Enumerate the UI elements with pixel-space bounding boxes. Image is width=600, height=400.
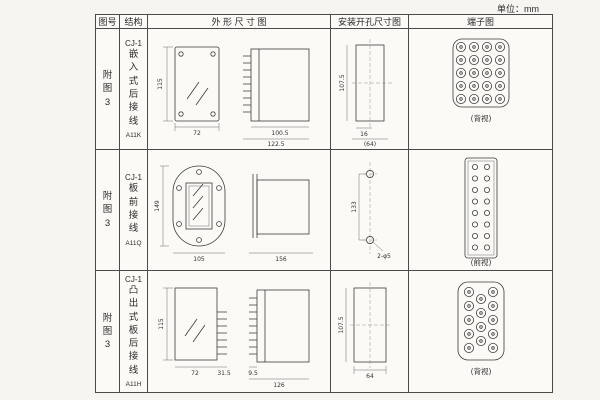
dim-label: 122.5 <box>267 141 284 147</box>
dim-height: 115 <box>157 46 173 122</box>
cutout <box>349 281 390 368</box>
dim-label: 100.5 <box>271 130 288 137</box>
structure-label: 凸出式板后接线 <box>128 284 139 376</box>
outline-cell: 115 72 31.5 9.5 126 <box>148 271 331 392</box>
model-label: CJ-1 <box>125 39 142 49</box>
view-caption: (背视) <box>470 366 491 376</box>
dim-label: 115 <box>157 78 164 90</box>
front-view <box>174 46 220 122</box>
dim-label: 105 <box>193 256 205 263</box>
header-structure: 结构 <box>120 15 148 29</box>
outline-drawing-a11q: 149 105 156 <box>154 165 313 263</box>
dim-width: (64) <box>351 138 388 147</box>
front-view <box>174 287 227 360</box>
dim-label: 149 <box>154 200 161 212</box>
terminal-cell: (背视) <box>409 29 552 150</box>
dim-overall: 126 <box>249 378 309 389</box>
side-view <box>243 48 310 122</box>
dim-pitch: 9.5 <box>248 366 258 377</box>
header-terminal: 端子图 <box>409 15 552 29</box>
terminal-cell: (前视) <box>409 150 552 271</box>
install-cell: 133 2-φ5 <box>331 150 409 271</box>
dim-overall: 122.5 <box>243 138 309 147</box>
dim-label: 16 <box>360 131 368 138</box>
structure-label: 板前接线 <box>128 183 139 235</box>
install-cell: 107.5 64 <box>331 271 409 392</box>
dim-height: 107.5 <box>339 45 347 121</box>
dim-label: 133 <box>351 201 358 213</box>
dim-width: 105 <box>173 252 225 263</box>
structure-label: 嵌入式后接线 <box>128 49 139 127</box>
header-figure: 图号 <box>96 15 120 29</box>
view-caption: (前视) <box>470 257 491 267</box>
holes-label: 2-φ5 <box>372 241 391 260</box>
outline-drawing-a11h: 115 72 31.5 9.5 126 <box>158 287 310 389</box>
dim-height: 107.5 <box>338 287 346 362</box>
dim-label: (64) <box>363 141 375 147</box>
install-drawing-a11h: 107.5 64 <box>338 281 390 380</box>
outline-cell: 149 105 156 <box>148 150 331 271</box>
structure-cell: CJ-1 板前接线 A11Q <box>120 150 148 271</box>
dim-label: 126 <box>273 382 285 389</box>
terminal-diagram-a11h: (背视) <box>457 281 504 376</box>
code-label: A11K <box>125 131 142 139</box>
dim-width: 72 <box>175 366 217 377</box>
figure-cell: 附图3 <box>96 150 120 271</box>
code-label: A11H <box>125 381 142 389</box>
install-cell: 107.5 16 (64) <box>331 29 409 150</box>
terminal-cell: (背视) <box>409 271 552 392</box>
code-label: A11Q <box>125 239 142 247</box>
outline-cell: 115 72 100.5 122.5 <box>148 29 331 150</box>
dim-overall: 156 <box>249 252 313 263</box>
model-label: CJ-1 <box>125 173 142 183</box>
dim-label: 9.5 <box>248 370 258 377</box>
figure-label: 附图3 <box>102 70 113 108</box>
side-view <box>249 289 310 362</box>
dim-label: 72 <box>191 370 199 377</box>
dim-width: 72 <box>174 123 220 137</box>
dim-label: 115 <box>158 318 165 330</box>
dim-label: 31.5 <box>217 370 231 377</box>
dim-offset: 16 <box>355 127 372 138</box>
figure-cell: 附图3 <box>96 29 120 150</box>
install-drawing-a11k: 107.5 16 (64) <box>339 39 394 147</box>
terminal-diagram-a11k: (背视) <box>452 38 509 123</box>
dim-label: 156 <box>275 256 287 263</box>
outline-drawing-a11k: 115 72 100.5 122.5 <box>157 46 310 147</box>
front-view <box>172 165 226 247</box>
spec-table: 图号 结构 外 形 尺 寸 图 安装开孔尺寸图 端子图 附图3 CJ-1 嵌入式… <box>95 14 553 393</box>
side-view <box>252 174 310 238</box>
dim-label: 64 <box>366 373 374 380</box>
install-drawing-a11q: 133 2-φ5 <box>351 162 391 260</box>
dim-label: 107.5 <box>338 316 345 333</box>
dim-height: 133 <box>351 173 366 241</box>
dim-body: 100.5 <box>251 126 309 137</box>
dim-height: 115 <box>158 287 173 360</box>
dim-label: 72 <box>193 130 201 137</box>
dim-width: 64 <box>353 365 386 380</box>
cutout <box>351 39 394 127</box>
figure-label: 附图3 <box>102 312 113 351</box>
unit-label: 单位：mm <box>497 4 539 14</box>
dim-label: 107.5 <box>339 74 346 91</box>
dim-pins: 31.5 <box>217 366 231 377</box>
dim-label: 2-φ5 <box>377 253 391 260</box>
dim-height: 149 <box>154 165 169 247</box>
figure-label: 附图3 <box>102 191 113 229</box>
figure-cell: 附图3 <box>96 271 120 392</box>
view-caption: (背视) <box>470 113 491 123</box>
model-label: CJ-1 <box>125 274 142 284</box>
structure-cell: CJ-1 嵌入式后接线 A11K <box>120 29 148 150</box>
terminal-diagram-a11q: (前视) <box>464 157 497 267</box>
header-outline: 外 形 尺 寸 图 <box>148 15 331 29</box>
header-install: 安装开孔尺寸图 <box>331 15 409 29</box>
structure-cell: CJ-1 凸出式板后接线 A11H <box>120 271 148 392</box>
